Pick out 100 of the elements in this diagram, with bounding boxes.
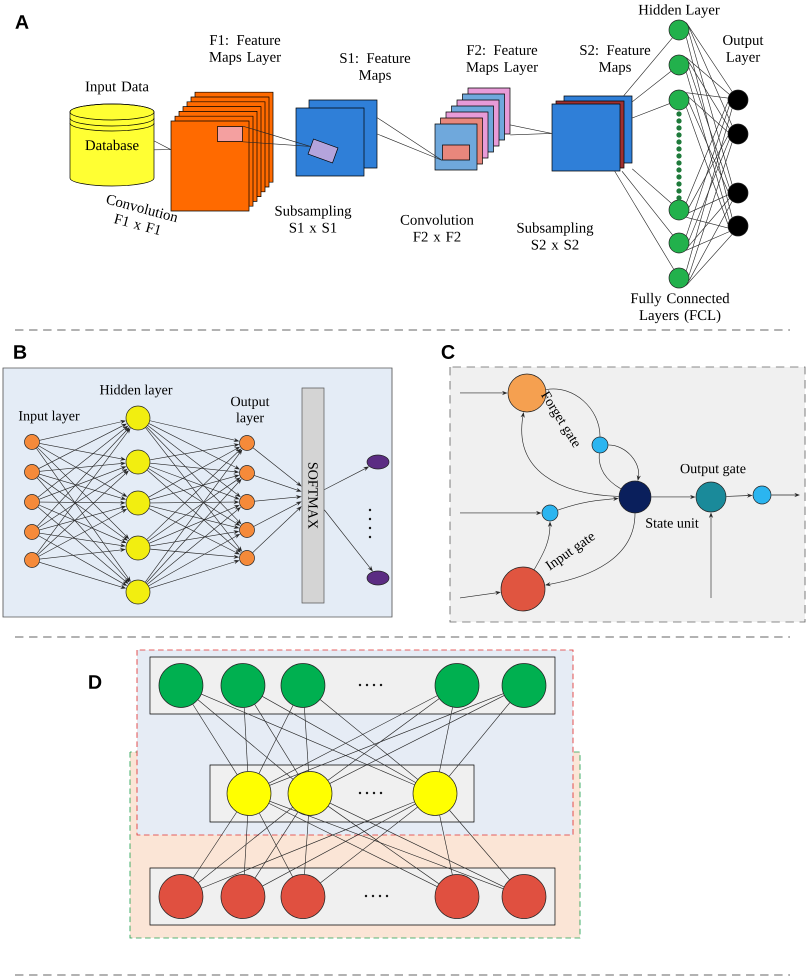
connection-line — [192, 812, 237, 878]
connection-line — [546, 388, 600, 437]
connection-line — [439, 707, 453, 772]
connection-line — [686, 37, 732, 218]
connection-line — [632, 71, 672, 102]
connection-line — [688, 62, 730, 129]
connection-line — [688, 102, 728, 192]
neuron-circle — [280, 663, 326, 708]
kernel-patch — [442, 144, 470, 160]
neuron-circle — [220, 663, 266, 708]
connection-line — [632, 103, 670, 118]
neuron-circle — [220, 874, 266, 919]
connection-line — [686, 92, 728, 98]
layer-heading: Input layer — [18, 410, 80, 424]
connection-line — [686, 22, 732, 92]
caption-text: Convolution F2 x F2 — [400, 214, 474, 242]
panel-letter: D — [89, 675, 102, 689]
neuron-circle — [239, 494, 255, 510]
connection-line — [688, 139, 730, 241]
connection-line — [262, 696, 416, 783]
connection-line — [448, 702, 510, 777]
neuron-circle — [280, 874, 326, 919]
connection-line — [304, 815, 309, 875]
softmax-bar: SOFTMAX — [302, 388, 324, 604]
connection-line — [270, 801, 504, 889]
layer-heading: S2: Feature Maps — [580, 45, 650, 75]
node-caption: State unit — [646, 518, 699, 528]
neuron-circle — [434, 663, 480, 708]
connection-line — [439, 815, 453, 875]
connection-line — [244, 815, 248, 875]
connection-line — [688, 67, 730, 188]
neuron-circle — [412, 771, 458, 816]
node-caption: Input gate — [544, 534, 596, 570]
arrow — [147, 507, 241, 584]
connection-line — [686, 231, 730, 251]
connection-line — [328, 698, 440, 781]
neuron-circle — [728, 90, 748, 110]
connection-line — [686, 234, 732, 286]
connection-line — [614, 170, 674, 270]
gate-circle — [592, 436, 608, 454]
connection-line — [686, 217, 728, 228]
connection-line — [154, 140, 172, 150]
connection-line — [330, 695, 504, 784]
arrow — [324, 510, 373, 572]
connection-line — [328, 806, 440, 884]
neuron-circle — [668, 20, 690, 40]
connection-line — [686, 108, 732, 271]
neuron-circle — [24, 494, 40, 510]
connection-line — [688, 142, 732, 276]
connection-line — [254, 812, 298, 878]
connection-line — [688, 201, 732, 281]
neuron-circle — [668, 268, 690, 288]
connection-line — [269, 693, 504, 786]
neuron-circle — [24, 552, 40, 568]
connection-line — [268, 695, 438, 784]
connection-line — [259, 812, 293, 878]
connection-line — [254, 704, 299, 775]
connection-line — [688, 97, 728, 132]
neuron-circle — [668, 54, 690, 76]
connection-line — [198, 700, 294, 780]
connection-line — [376, 117, 442, 161]
layer-heading: Fully Connected Layers (FCL) — [630, 292, 730, 324]
connection-line — [201, 694, 415, 786]
node-caption: Output gate — [680, 464, 746, 476]
neuron-circle — [239, 550, 255, 566]
neuron-circle — [24, 524, 40, 540]
panel-letter: A — [15, 15, 29, 29]
neuron-circle — [668, 232, 690, 254]
output-ellipse — [366, 570, 390, 586]
neuron-circle — [502, 874, 546, 919]
neuron-circle — [126, 450, 150, 474]
neuron-circle — [239, 435, 255, 451]
neuron-circle — [126, 580, 150, 604]
connection-line — [268, 803, 438, 887]
connection-line — [688, 136, 728, 208]
output-ellipse — [366, 454, 390, 470]
connection-line — [449, 810, 510, 880]
neuron-circle — [239, 465, 255, 481]
layer-heading: F1: Feature Maps Layer — [209, 35, 281, 65]
connection-line — [330, 802, 504, 888]
neuron-circle — [728, 182, 748, 204]
connection-line — [686, 57, 730, 95]
neuron-circle — [239, 522, 255, 538]
gate-circle — [542, 504, 558, 522]
connection-line — [686, 102, 728, 203]
connection-line — [623, 38, 673, 96]
connection-line — [510, 124, 552, 136]
connection-line — [622, 170, 673, 236]
connection-line — [598, 453, 622, 490]
neuron-circle — [502, 663, 546, 708]
connection-line — [686, 72, 730, 221]
neuron-circle — [158, 663, 204, 708]
neuron-circle — [668, 200, 690, 220]
layer-heading: Hidden layer — [100, 384, 172, 398]
connection-line — [688, 198, 730, 246]
connection-line — [242, 126, 311, 147]
connection-line — [201, 802, 415, 888]
layer-heading: Input Data — [86, 82, 149, 94]
connection-line — [632, 168, 672, 204]
neuron-circle — [728, 124, 748, 144]
